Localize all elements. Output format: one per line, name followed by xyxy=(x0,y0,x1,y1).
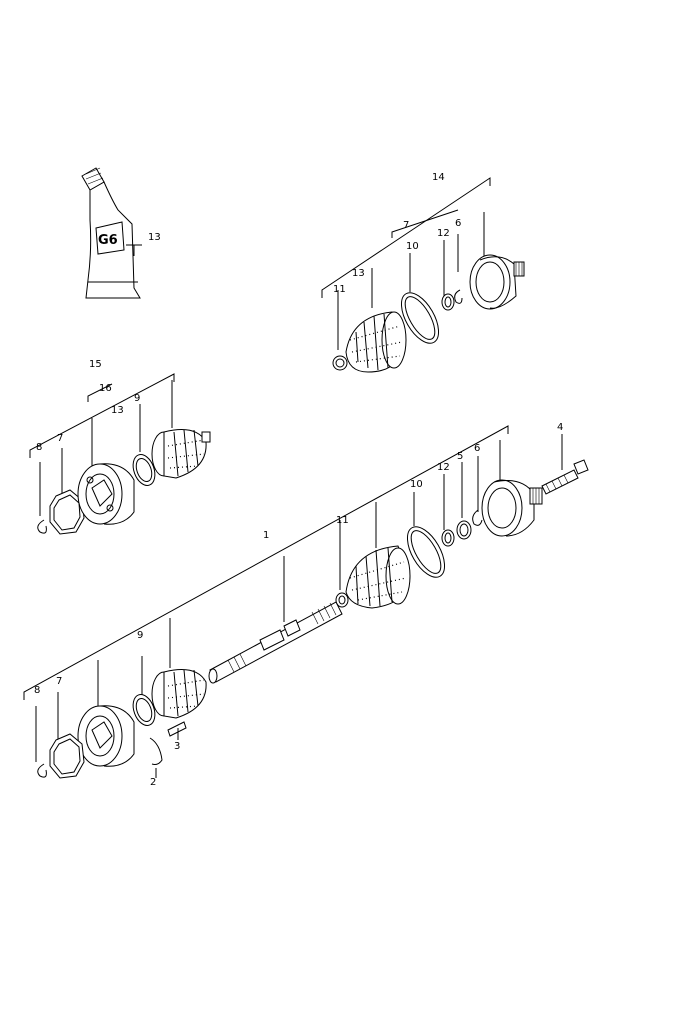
top-clamp-small xyxy=(332,355,348,371)
label-3: 3 xyxy=(174,741,180,752)
retainer-2 xyxy=(149,737,163,778)
top-boot xyxy=(345,311,407,373)
top-outer-cv-joint xyxy=(469,254,525,310)
main-clamp-10 xyxy=(406,526,446,578)
label-4: 4 xyxy=(557,422,563,433)
label-9-left: 9 xyxy=(134,393,140,404)
label-14: 14 xyxy=(432,172,445,183)
bolt-3 xyxy=(167,721,187,740)
label-6-main: 6 xyxy=(474,443,480,454)
main-inner-cv-joint xyxy=(77,705,135,767)
left-gasket-7 xyxy=(49,489,85,535)
label-7-top: 7 xyxy=(403,220,409,231)
label-6-top: 6 xyxy=(455,218,461,229)
main-boot-outer xyxy=(345,545,411,609)
label-1: 1 xyxy=(263,530,269,541)
label-11-main: 11 xyxy=(336,515,349,526)
left-inner-cv-joint xyxy=(77,463,135,525)
top-assembly-bracket xyxy=(321,177,491,350)
top-ring-12 xyxy=(441,293,455,311)
label-12-main: 12 xyxy=(437,462,450,473)
label-8-bottom: 8 xyxy=(34,685,40,696)
label-13-top: 13 xyxy=(352,268,365,279)
main-boot-inner xyxy=(151,669,207,719)
grease-tube: G6 xyxy=(81,167,142,299)
left-assembly-bracket xyxy=(29,373,175,516)
label-7-bottom: 7 xyxy=(56,676,62,687)
main-ring-12 xyxy=(441,529,455,547)
main-bracket xyxy=(23,425,563,762)
label-10-main: 10 xyxy=(410,479,423,490)
label-9-bottom: 9 xyxy=(137,630,143,641)
grease-tube-logo: G6 xyxy=(98,233,118,248)
label-15: 15 xyxy=(89,359,102,370)
main-circlip-6 xyxy=(472,509,483,526)
left-circlip-8 xyxy=(37,519,47,534)
label-13-tube: 13 xyxy=(148,232,161,243)
main-gasket-7 xyxy=(49,733,85,779)
main-outer-cv-joint xyxy=(481,479,543,537)
left-clamp-9 xyxy=(132,454,156,486)
main-clamp-11 xyxy=(335,592,349,608)
label-16: 16 xyxy=(99,383,112,394)
label-5-main: 5 xyxy=(457,451,463,462)
top-clamp-large xyxy=(400,292,440,344)
main-circlip-8 xyxy=(37,763,47,778)
top-circlip-6 xyxy=(454,289,463,304)
drive-shaft xyxy=(208,601,343,684)
left-boot xyxy=(151,429,211,479)
label-2: 2 xyxy=(150,777,156,788)
label-7-left: 7 xyxy=(57,433,63,444)
label-8-left: 8 xyxy=(36,442,42,453)
label-11-top: 11 xyxy=(333,284,346,295)
bolt-4 xyxy=(541,459,589,495)
label-13-left: 13 xyxy=(111,405,124,416)
main-clamp-9 xyxy=(132,694,156,726)
label-12-top: 12 xyxy=(437,228,450,239)
main-ring-5 xyxy=(456,520,472,540)
label-10-top: 10 xyxy=(406,241,419,252)
